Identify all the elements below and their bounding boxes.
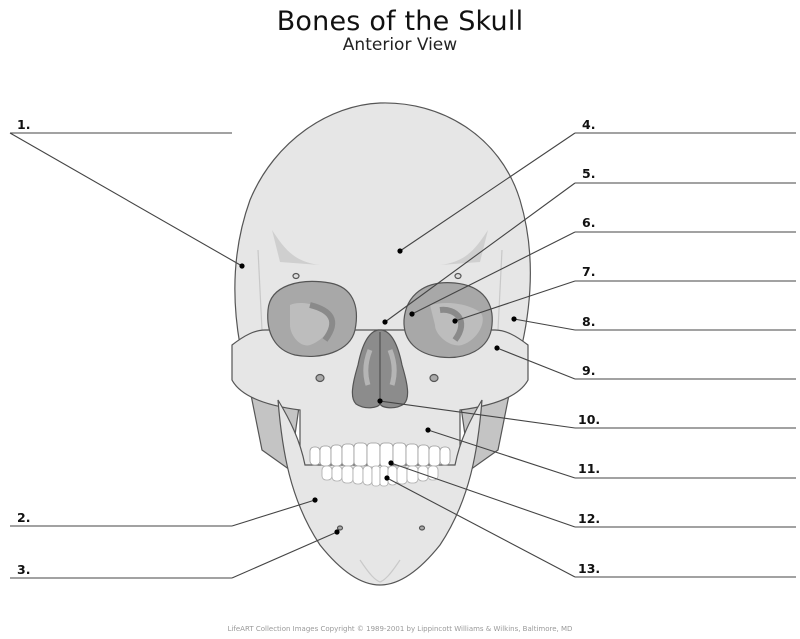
page-subtitle: Anterior View [342, 35, 458, 55]
label-4: 4. [582, 117, 596, 132]
label-3: 3. [17, 562, 31, 577]
label-5: 5. [582, 166, 596, 181]
upper-teeth [309, 442, 451, 468]
label-11: 11. [578, 461, 601, 476]
label-7: 7. [582, 264, 596, 279]
page-title: Bones of the Skull [276, 6, 524, 37]
lower-teeth [321, 465, 439, 487]
label-dots [239, 248, 517, 535]
label-1: 1. [17, 117, 31, 132]
label-6: 6. [582, 215, 596, 230]
copyright-notice: LifeART Collection Images Copyright © 19… [227, 625, 573, 633]
label-10: 10. [578, 412, 601, 427]
label-12: 12. [578, 511, 601, 526]
label-9: 9. [582, 363, 596, 378]
label-13: 13. [578, 561, 601, 576]
skull-illustration [231, 102, 531, 586]
label-lines [9, 132, 796, 579]
label-2: 2. [17, 510, 31, 525]
label-8: 8. [582, 314, 596, 329]
